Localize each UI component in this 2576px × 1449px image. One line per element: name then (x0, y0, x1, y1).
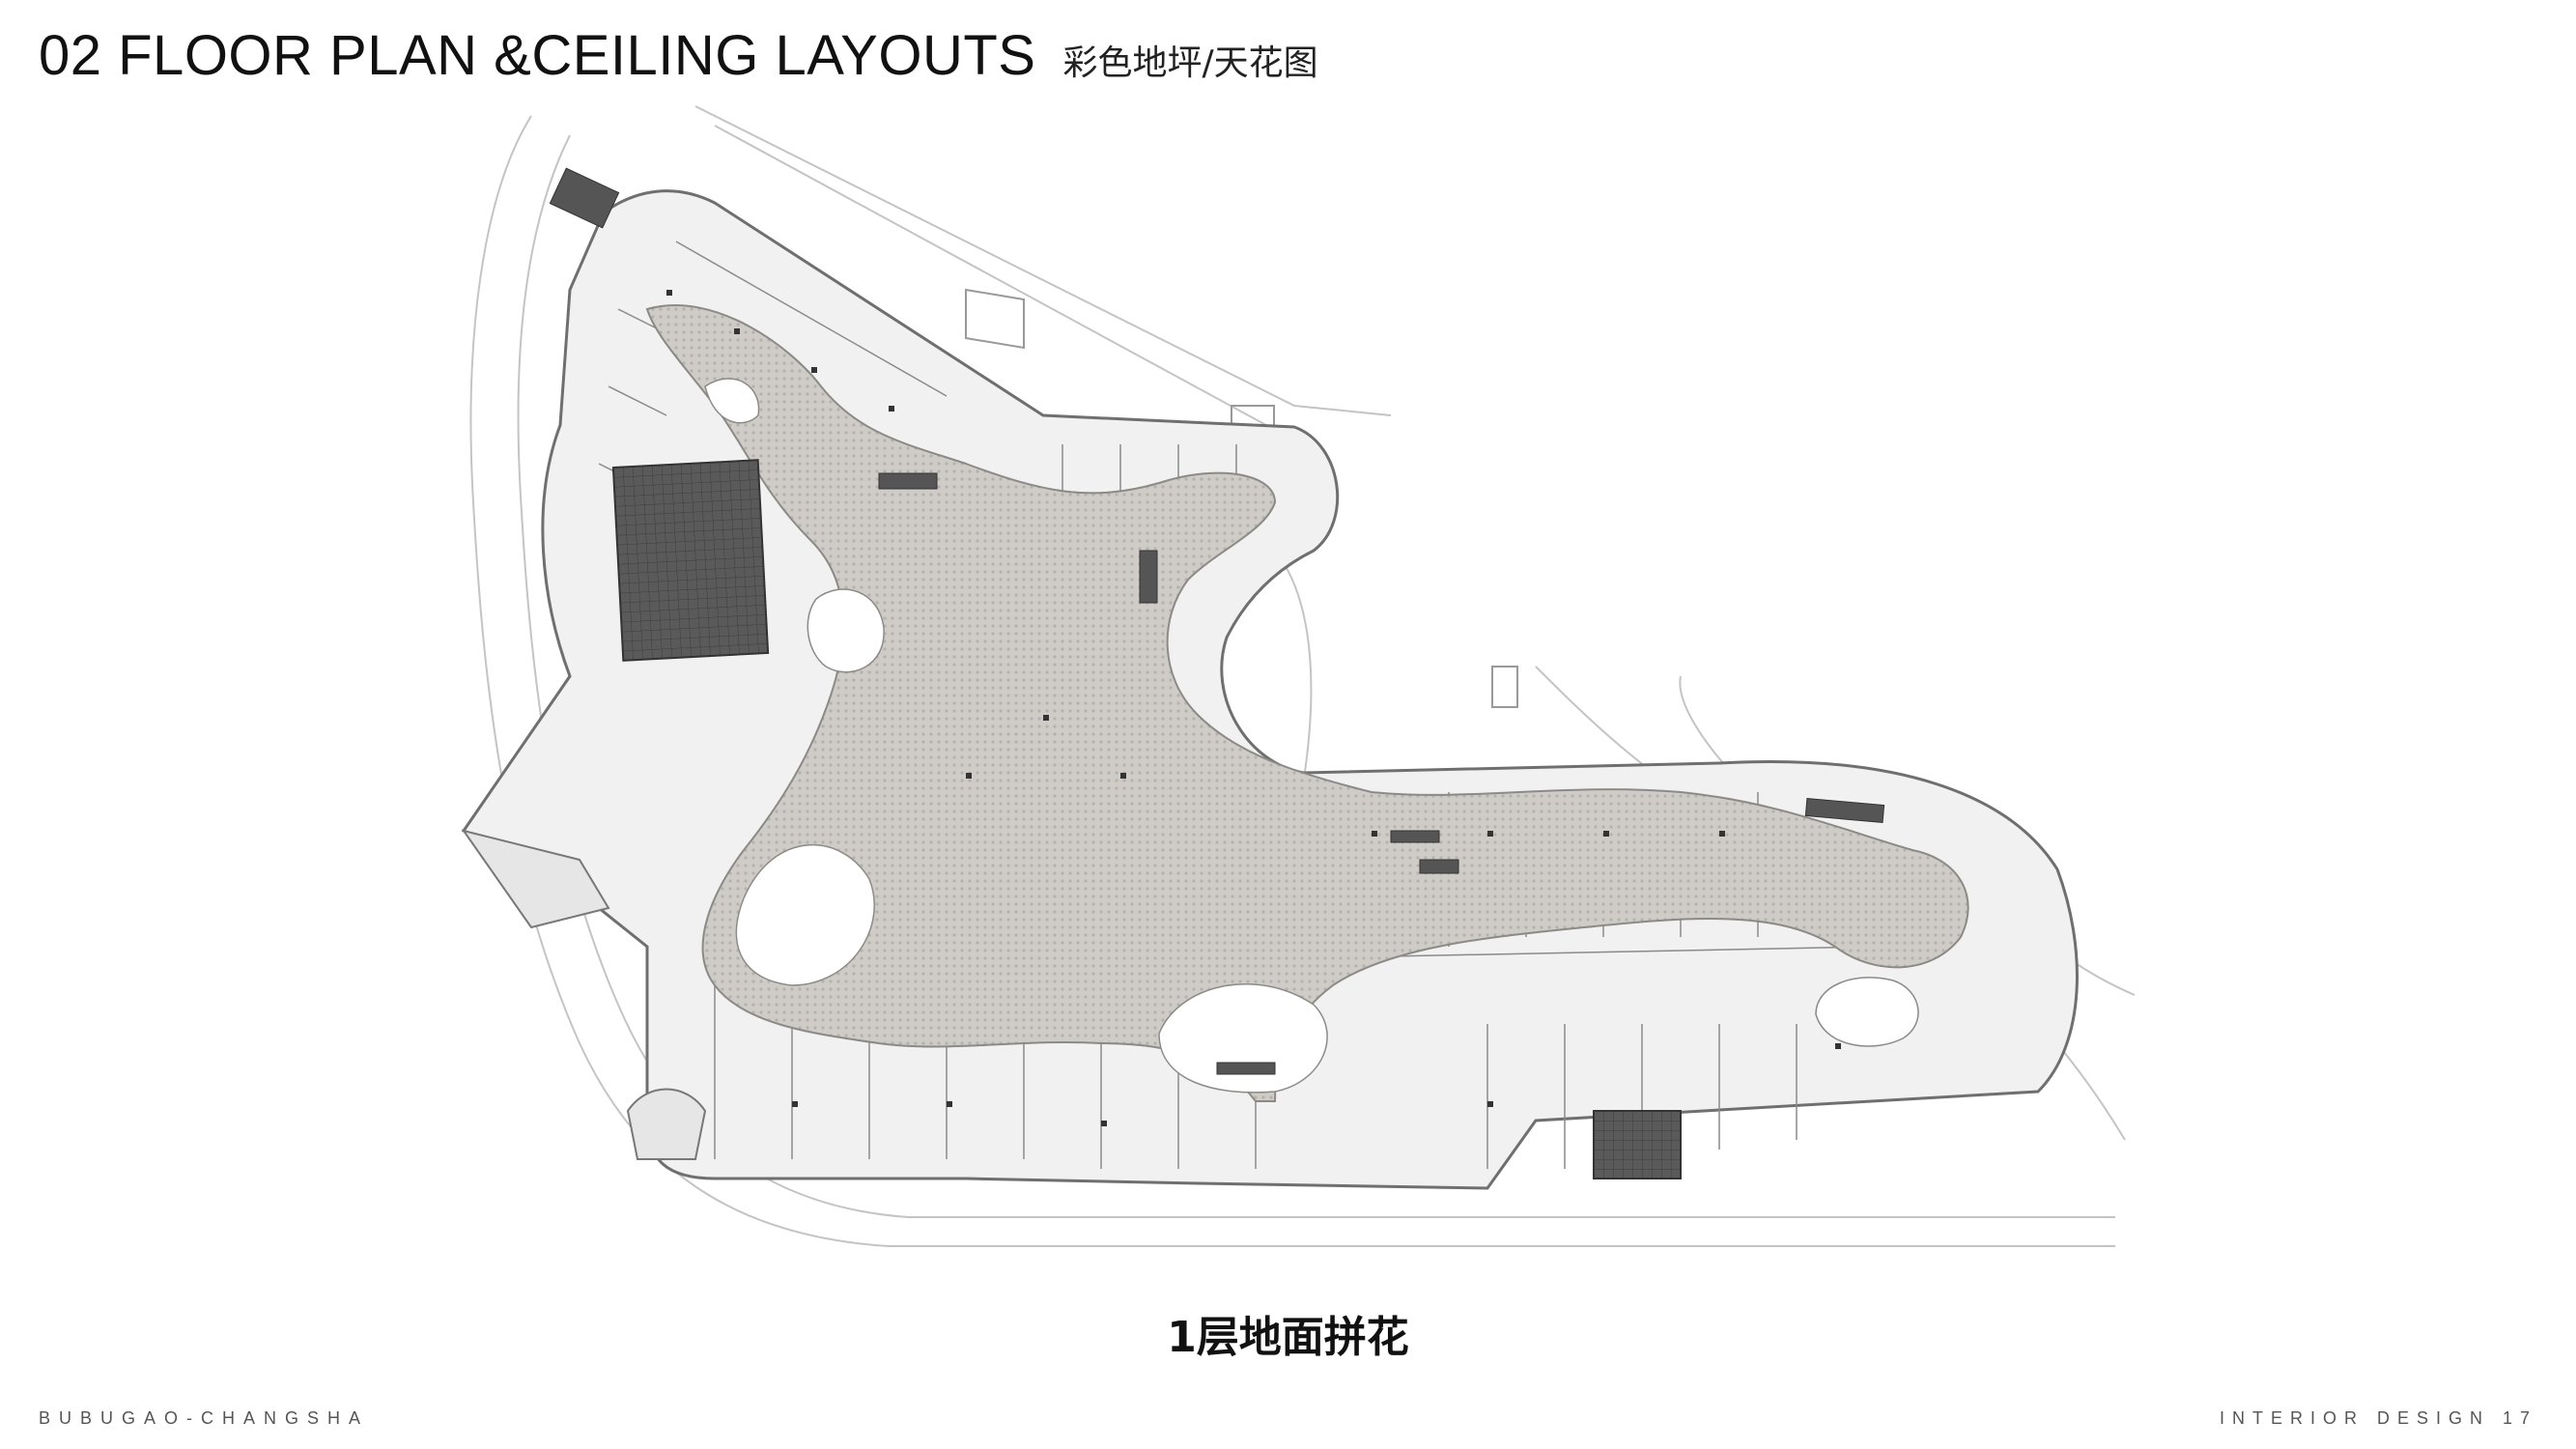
footer-page-label: INTERIOR DESIGN 17 (2219, 1408, 2537, 1428)
void-south (1158, 983, 1328, 1094)
anchor-block-east (1593, 1110, 1682, 1179)
void-east (1815, 977, 1919, 1047)
void-north (704, 378, 760, 424)
entrance-west (461, 829, 610, 929)
void-mid (807, 588, 885, 673)
structural-columns (666, 290, 1841, 1126)
void-west (735, 843, 875, 986)
page-title: 02 FLOOR PLAN &CEILING LAYOUTS (39, 24, 1036, 87)
corridor-paving (645, 304, 1969, 1102)
floor-plan-drawing (461, 105, 2136, 1247)
entrance-south (626, 1088, 707, 1160)
plan-caption: 1层地面拼花 (1167, 1313, 1409, 1362)
footer-project-name: BUBUGAO-CHANGSHA (39, 1408, 370, 1428)
escalators (549, 167, 1885, 1075)
anchor-block-west (611, 459, 770, 662)
page-subtitle: 彩色地坪/天花图 (1062, 43, 1318, 83)
page-header: 02 FLOOR PLAN &CEILING LAYOUTS 彩色地坪/天花图 (39, 23, 1318, 88)
